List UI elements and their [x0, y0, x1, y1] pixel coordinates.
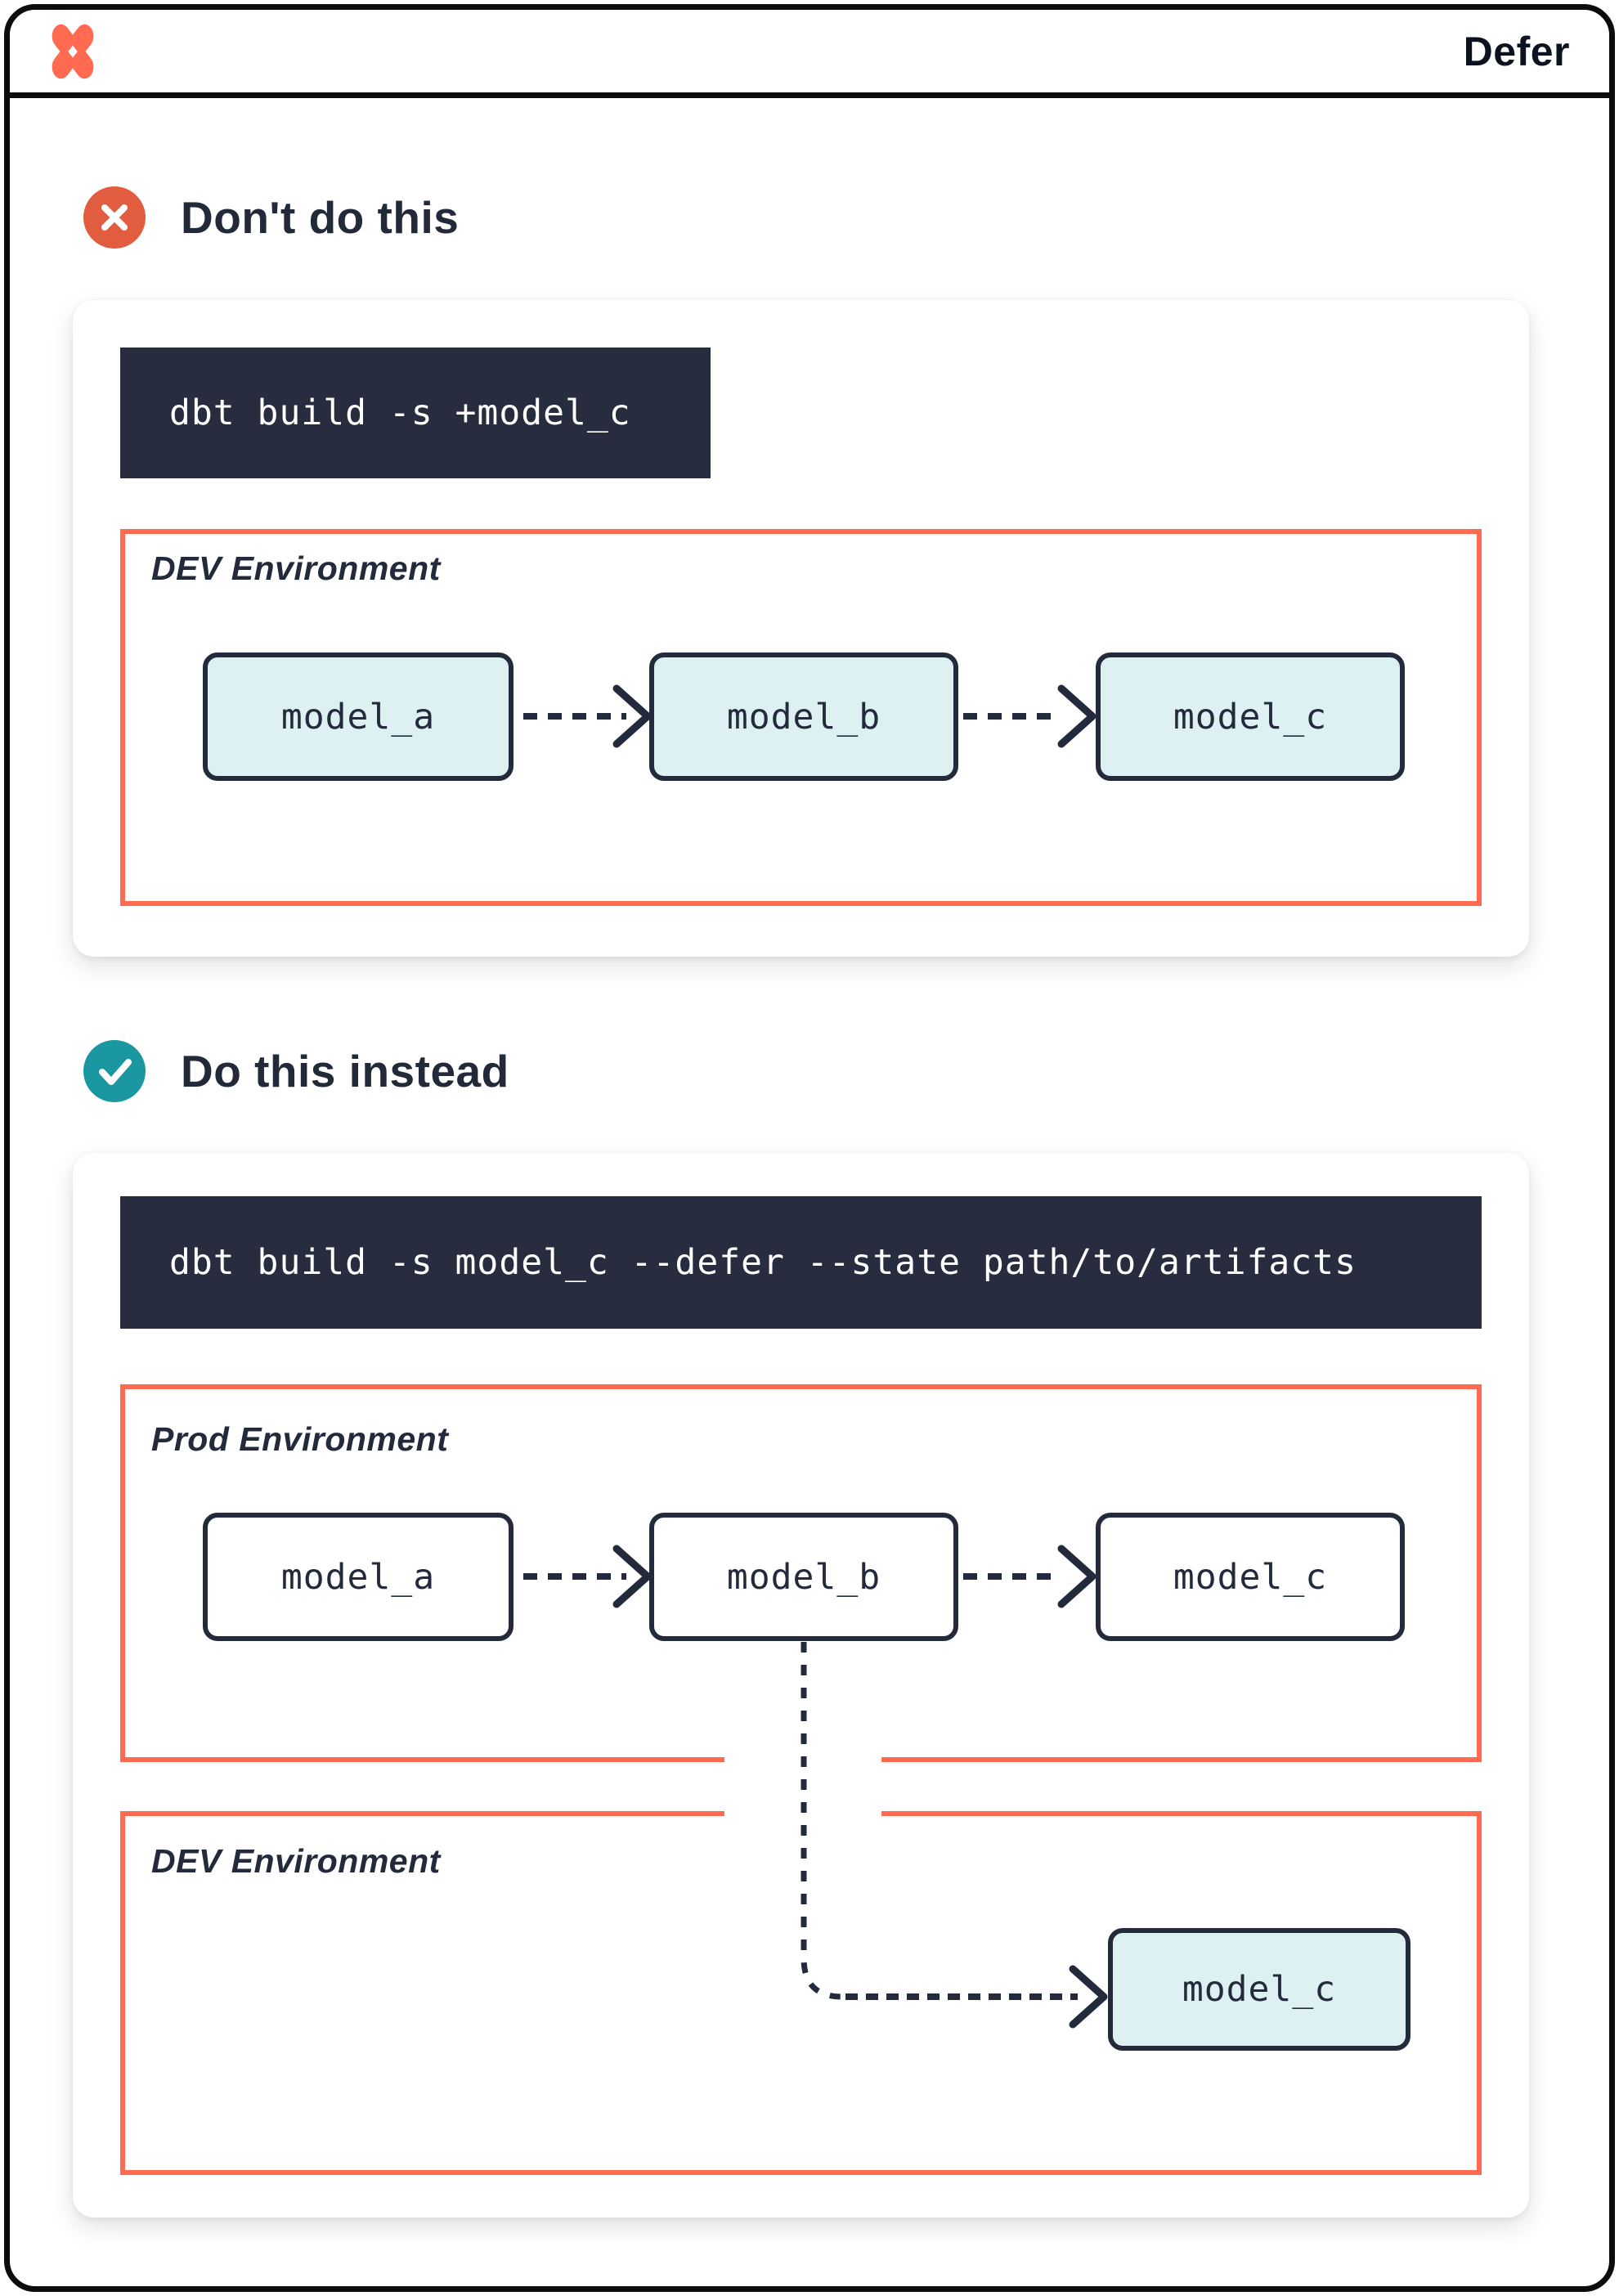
title-bar: Defer	[10, 10, 1609, 98]
command-snippet-dont: dbt build -s +model_c	[120, 348, 711, 478]
model-node: model_b	[649, 652, 958, 781]
command-snippet-do: dbt build -s model_c --defer --state pat…	[120, 1196, 1482, 1329]
dbt-logo-icon	[52, 24, 94, 78]
window-title: Defer	[1463, 28, 1570, 74]
dont-heading: Don't do this	[181, 192, 460, 243]
model-node: model_b	[649, 1513, 958, 1641]
model-node: model_a	[203, 652, 514, 781]
model-node: model_a	[203, 1513, 514, 1641]
model-node: model_c	[1108, 1928, 1410, 2051]
check-icon	[83, 1040, 146, 1102]
prod-env-label: Prod Environment	[151, 1420, 449, 1458]
do-heading: Do this instead	[181, 1046, 509, 1096]
dev-env-box-1	[120, 529, 1482, 906]
dev-env-label-2: DEV Environment	[151, 1842, 441, 1880]
dont-heading-row: Don't do this	[83, 186, 459, 249]
cross-icon	[83, 186, 146, 249]
model-node: model_c	[1096, 1513, 1405, 1641]
do-heading-row: Do this instead	[83, 1039, 509, 1103]
dev-env-label-1: DEV Environment	[151, 549, 441, 587]
model-node: model_c	[1096, 652, 1405, 781]
